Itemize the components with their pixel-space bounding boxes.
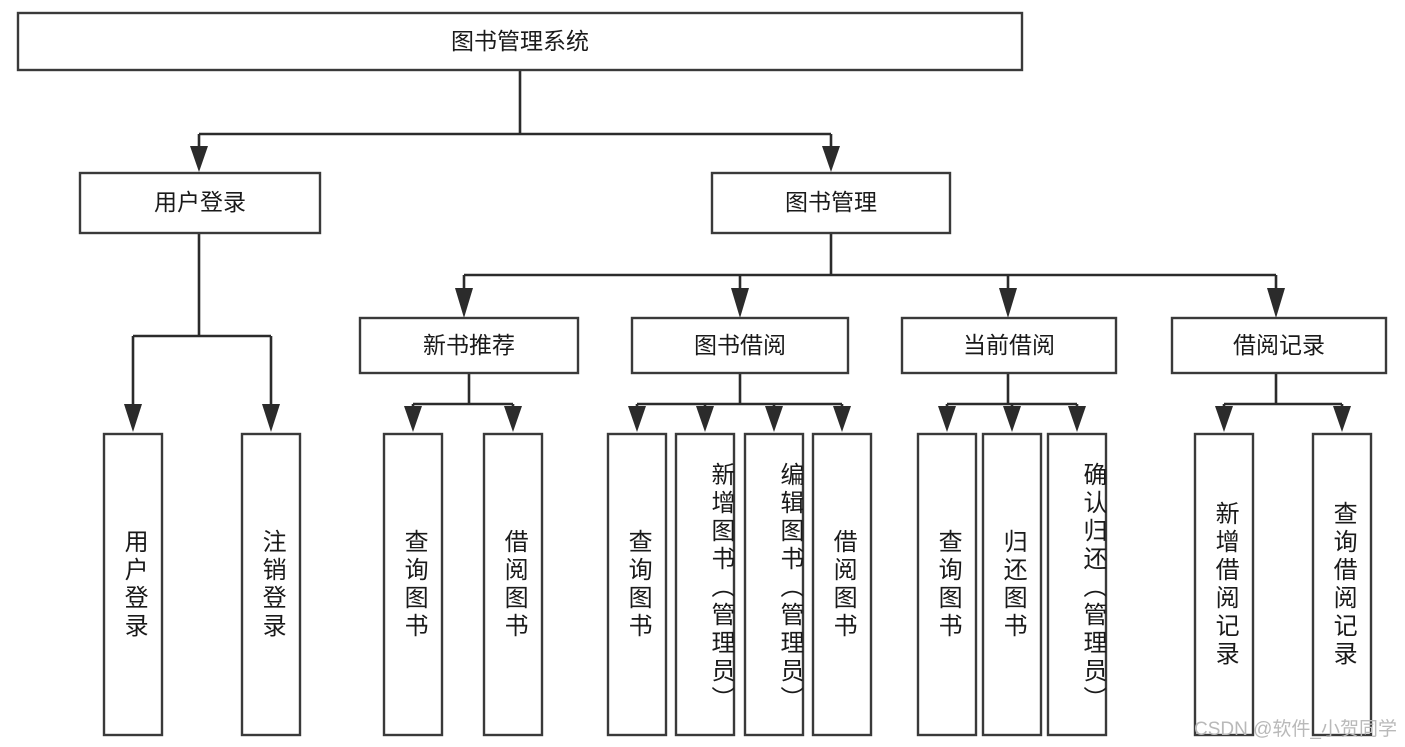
arrowhead-current-borrow <box>999 288 1017 318</box>
leaf-query-book-1-box[interactable] <box>382 432 444 737</box>
leaf-add-record[interactable]: 新增借阅记录 <box>1193 432 1255 737</box>
arrowhead-book-borrow <box>731 288 749 318</box>
arrowhead-leaf-query-book-2 <box>628 406 646 432</box>
node-current-borrow[interactable]: 当前借阅 <box>900 316 1118 375</box>
leaf-query-book-2-label: 查询图书 <box>624 528 652 641</box>
leaf-user-login-box[interactable] <box>102 432 164 737</box>
leaf-return-book-box[interactable] <box>981 432 1043 737</box>
leaf-user-login-label: 用户登录 <box>120 528 148 641</box>
arrowhead-leaf-query-record <box>1333 406 1351 432</box>
connector-layer <box>124 70 1351 432</box>
leaf-user-login-textwrap: 用户登录 <box>120 528 148 641</box>
leaf-confirm-return-textwrap: 确认归还（管理员） <box>1079 461 1106 714</box>
leaf-confirm-return[interactable]: 确认归还（管理员） <box>1046 432 1108 737</box>
arrowhead-leaf-add-record <box>1215 406 1233 432</box>
leaf-edit-book-label: 编辑图书（管理员） <box>776 461 803 714</box>
leaf-return-book-textwrap: 归还图书 <box>999 528 1027 641</box>
leaf-query-book-1-label: 查询图书 <box>400 528 428 641</box>
node-book-management[interactable]: 图书管理 <box>710 171 952 235</box>
leaf-borrow-book-1-box[interactable] <box>482 432 544 737</box>
arrowhead-book-management <box>822 146 840 172</box>
leaf-borrow-book-2-textwrap: 借阅图书 <box>829 528 857 641</box>
node-user-login[interactable]: 用户登录 <box>78 171 322 235</box>
leaf-query-book-3[interactable]: 查询图书 <box>916 432 978 737</box>
leaf-add-record-textwrap: 新增借阅记录 <box>1211 500 1239 669</box>
node-borrow-record-label: 借阅记录 <box>1233 332 1325 358</box>
node-user-login-label: 用户登录 <box>154 189 246 215</box>
arrowhead-leaf-user-logout <box>262 404 280 432</box>
arrowhead-leaf-user-login <box>124 404 142 432</box>
leaf-query-record-label: 查询借阅记录 <box>1329 500 1357 669</box>
node-user-login-box[interactable] <box>78 171 322 235</box>
arrowhead-leaf-query-book-3 <box>938 406 956 432</box>
arrowhead-leaf-edit-book <box>765 406 783 432</box>
leaf-add-book-label: 新增图书（管理员） <box>707 461 734 714</box>
node-root-box[interactable] <box>16 11 1024 72</box>
leaf-add-book-textwrap: 新增图书（管理员） <box>707 461 734 714</box>
leaf-query-record[interactable]: 查询借阅记录 <box>1311 432 1373 737</box>
arrowhead-leaf-borrow-book-2 <box>833 406 851 432</box>
node-borrow-record-box[interactable] <box>1170 316 1388 375</box>
node-new-book-recommend-label: 新书推荐 <box>423 332 515 358</box>
leaf-add-record-box[interactable] <box>1193 432 1255 737</box>
node-book-borrow-label: 图书借阅 <box>694 332 786 358</box>
leaf-return-book-label: 归还图书 <box>999 528 1027 641</box>
leaf-add-book-box[interactable] <box>674 432 736 737</box>
node-book-management-label: 图书管理 <box>785 189 877 215</box>
leaf-query-book-1[interactable]: 查询图书 <box>382 432 444 737</box>
leaf-query-book-2-box[interactable] <box>606 432 668 737</box>
leaf-edit-book[interactable]: 编辑图书（管理员） <box>743 432 805 737</box>
leaf-borrow-book-1[interactable]: 借阅图书 <box>482 432 544 737</box>
leaf-user-logout-label: 注销登录 <box>258 528 286 641</box>
leaf-borrow-book-1-textwrap: 借阅图书 <box>500 528 528 641</box>
node-current-borrow-box[interactable] <box>900 316 1118 375</box>
leaf-add-book[interactable]: 新增图书（管理员） <box>674 432 736 737</box>
leaf-query-record-box[interactable] <box>1311 432 1373 737</box>
leaf-confirm-return-box[interactable] <box>1046 432 1108 737</box>
arrowhead-leaf-query-book-1 <box>404 406 422 432</box>
leaf-borrow-book-2-box[interactable] <box>811 432 873 737</box>
arrowhead-leaf-add-book <box>696 406 714 432</box>
leaf-query-book-3-textwrap: 查询图书 <box>934 528 962 641</box>
node-book-borrow-box[interactable] <box>630 316 850 375</box>
leaf-return-book[interactable]: 归还图书 <box>981 432 1043 737</box>
leaf-query-record-textwrap: 查询借阅记录 <box>1329 500 1357 669</box>
node-new-book-recommend-box[interactable] <box>358 316 580 375</box>
leaf-query-book-3-box[interactable] <box>916 432 978 737</box>
node-borrow-record[interactable]: 借阅记录 <box>1170 316 1388 375</box>
leaf-user-logout[interactable]: 注销登录 <box>240 432 302 737</box>
leaf-confirm-return-label: 确认归还（管理员） <box>1079 461 1106 714</box>
arrowhead-leaf-confirm-return <box>1068 406 1086 432</box>
leaf-query-book-2-textwrap: 查询图书 <box>624 528 652 641</box>
leaf-user-logout-textwrap: 注销登录 <box>258 528 286 641</box>
leaf-borrow-book-2-label: 借阅图书 <box>829 528 857 641</box>
leaf-add-record-label: 新增借阅记录 <box>1211 500 1239 669</box>
arrowhead-leaf-return-book <box>1003 406 1021 432</box>
leaf-borrow-book-1-label: 借阅图书 <box>500 528 528 641</box>
leaf-user-logout-box[interactable] <box>240 432 302 737</box>
node-new-book-recommend[interactable]: 新书推荐 <box>358 316 580 375</box>
arrowhead-borrow-record <box>1267 288 1285 318</box>
arrowhead-new-book-recommend <box>455 288 473 318</box>
node-book-management-box[interactable] <box>710 171 952 235</box>
leaf-edit-book-box[interactable] <box>743 432 805 737</box>
node-current-borrow-label: 当前借阅 <box>963 332 1055 358</box>
leaf-user-login[interactable]: 用户登录 <box>102 432 164 737</box>
arrowhead-leaf-borrow-book-1 <box>504 406 522 432</box>
leaf-borrow-book-2[interactable]: 借阅图书 <box>811 432 873 737</box>
node-book-borrow[interactable]: 图书借阅 <box>630 316 850 375</box>
leaf-query-book-2[interactable]: 查询图书 <box>606 432 668 737</box>
node-root-label: 图书管理系统 <box>451 28 589 54</box>
leaf-edit-book-textwrap: 编辑图书（管理员） <box>776 461 803 714</box>
arrowhead-user-login <box>190 146 208 172</box>
leaf-query-book-1-textwrap: 查询图书 <box>400 528 428 641</box>
leaf-query-book-3-label: 查询图书 <box>934 528 962 641</box>
node-root[interactable]: 图书管理系统 <box>16 11 1024 72</box>
